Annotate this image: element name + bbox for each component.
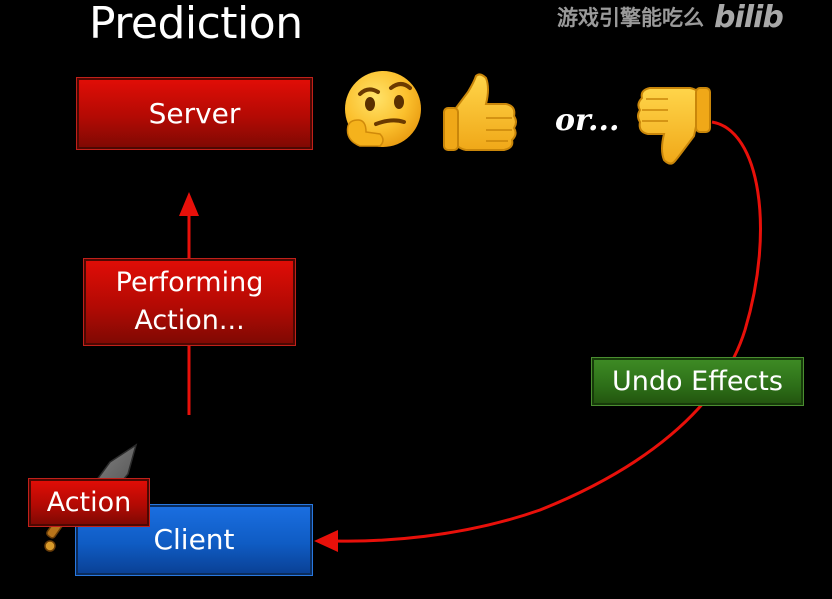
thinking-face-icon bbox=[345, 71, 421, 147]
undo-curve-arrow bbox=[314, 120, 762, 552]
watermark: 游戏引擎能吃么 bilib bbox=[557, 0, 784, 35]
server-label: Server bbox=[148, 96, 241, 130]
performing-action-box: Performing Action... bbox=[83, 258, 296, 346]
undo-effects-label: Undo Effects bbox=[612, 365, 783, 397]
watermark-text: 游戏引擎能吃么 bbox=[557, 6, 704, 30]
action-box: Action bbox=[28, 478, 150, 527]
action-label: Action bbox=[46, 486, 132, 518]
thumbs-up-icon bbox=[443, 73, 517, 151]
bilibili-logo: bilib bbox=[714, 0, 784, 35]
or-label: or... bbox=[555, 103, 620, 138]
client-label: Client bbox=[153, 523, 235, 556]
thumbs-down-icon bbox=[637, 87, 711, 165]
performing-label-line1: Performing bbox=[115, 267, 264, 298]
slide-title: Prediction bbox=[89, 0, 303, 49]
server-box: Server bbox=[76, 77, 313, 150]
up-arrow bbox=[179, 192, 199, 415]
performing-label-line2: Action... bbox=[134, 305, 245, 336]
undo-effects-box: Undo Effects bbox=[591, 357, 804, 406]
